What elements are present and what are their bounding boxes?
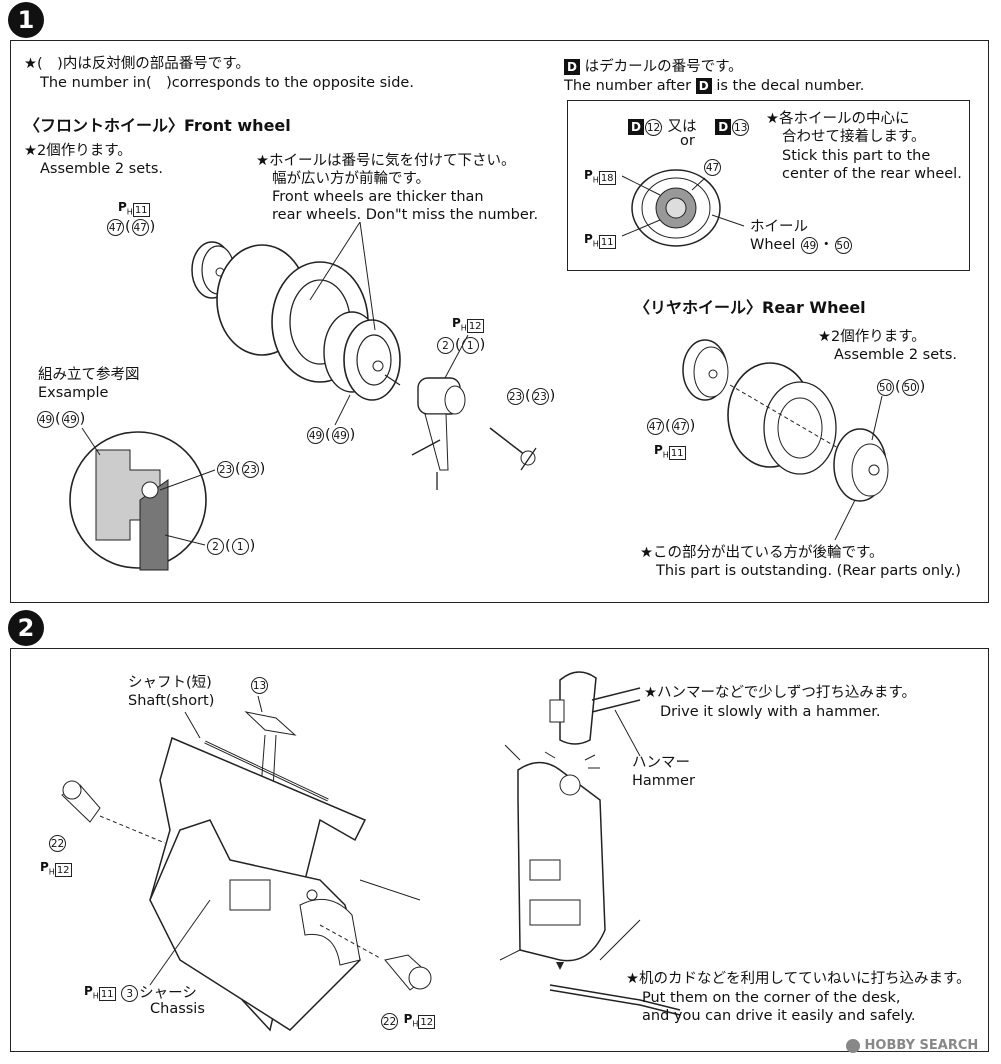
decal-note-en: The number after D is the decal number. [564,78,865,94]
part-label-23-example: 23(23) [217,460,266,478]
rear-assemble-en: Assemble 2 sets. [834,347,957,363]
center-note-jp2: 合わせて接着します。 [782,129,926,145]
part-label-50-rear: 50(50) [877,378,926,396]
center-note-en2: center of the rear wheel. [782,166,962,182]
part-label-49-example: 49(49) [37,410,86,428]
part-label-47-front: 47(47) [107,218,156,236]
desk-note-en1: Put them on the corner of the desk, [642,990,901,1006]
hammer-note-jp: ★ハンマーなどで少しずつ打ち込みます。 [644,685,916,701]
decal-or-en: or [680,133,695,149]
part-label-47-decal: 47 [703,158,722,176]
watermark: HOBBY SEARCH [846,1038,978,1053]
step-2-badge: 2 [8,610,44,646]
hammer-label-en: Hammer [632,773,695,789]
front-assemble-jp: ★2個作ります。 [24,143,132,159]
decal-wheel-en: Wheel 49・50 [750,236,852,254]
center-note-en1: Stick this part to the [782,148,931,164]
desk-note-jp: ★机のカドなどを利用してていねいに打ち込みます。 [626,971,971,987]
center-note-jp1: ★各ホイールの中心に [766,111,910,127]
part-label-23-front: 23(23) [507,387,556,405]
step-2-panel [10,648,989,1052]
part-label-22-left: 22 [48,834,67,852]
shaft-label-jp: シャフト(短) [128,675,212,691]
outstanding-en: This part is outstanding. (Rear parts on… [656,563,961,579]
desk-note-en2: and you can drive it easily and safely. [642,1008,916,1024]
paren-note-jp: ★( )内は反対側の部品番号です。 [24,56,250,72]
step-1-panel [10,40,989,603]
shaft-label-en: Shaft(short) [128,693,215,709]
paren-note-en: The number in( )corresponds to the oppos… [40,75,414,91]
outstanding-jp: ★この部分が出ている方が後輪です。 [640,545,884,561]
wheel-note-en2: rear wheels. Don"t miss the number. [272,207,539,223]
rear-assemble-jp: ★2個作ります。 [818,329,926,345]
hammer-label-jp: ハンマー [632,755,690,771]
decal-wheel-jp: ホイール [750,219,808,235]
rear-wheel-title: 〈リヤホイール〉Rear Wheel [634,298,866,317]
wheel-note-jp2: 幅が広い方が前輪です。 [272,171,431,187]
part-label-49-front: 49(49) [307,426,356,444]
step-1-badge: 1 [8,2,44,38]
front-wheel-title: 〈フロントホイール〉Front wheel [24,116,291,135]
front-assemble-en: Assemble 2 sets. [40,161,163,177]
watermark-logo-icon [846,1038,860,1053]
part-label-47-rear: 47(47) [647,417,696,435]
part-label-2-front: 2(1) [436,336,485,354]
decal-note-jp: D はデカールの番号です。 [564,58,743,76]
wheel-note-jp1: ★ホイールは番号に気を付けて下さい。 [256,153,516,169]
example-jp: 組み立て参考図 [38,367,140,383]
decal-box [567,100,970,271]
part-label-2-example: 2(1) [206,537,255,555]
part-label-13-step2: 13 [250,676,269,694]
hammer-note-en: Drive it slowly with a hammer. [660,704,881,720]
chassis-label-en: Chassis [150,1001,205,1017]
example-en: Exsample [38,385,109,401]
wheel-note-en1: Front wheels are thicker than [272,189,484,205]
